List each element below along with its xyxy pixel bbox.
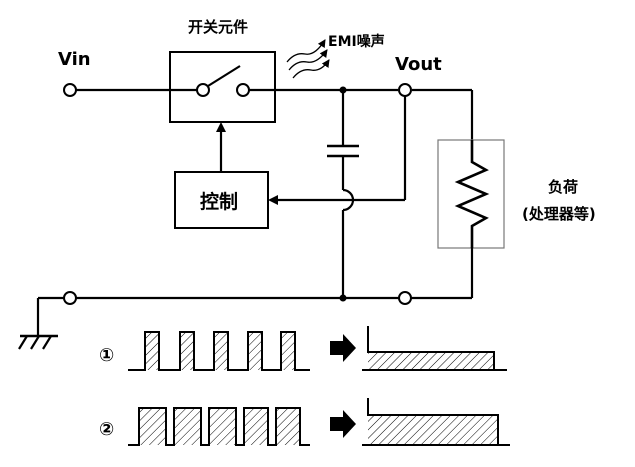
waveform-2-pulses: [128, 407, 310, 446]
bottom-left-terminal: [63, 291, 77, 305]
waveform-1-marker: ①: [99, 345, 114, 366]
vin-label: Vin: [58, 49, 91, 70]
switch-element-box: [169, 51, 276, 123]
capacitor: [327, 90, 359, 298]
switch-symbol: [170, 65, 275, 97]
waveform-2-marker: ②: [99, 419, 114, 440]
waveform-2-arrow-icon: [330, 410, 356, 438]
control-label: 控制: [200, 190, 238, 213]
load-label: 负荷: [548, 178, 578, 196]
waveform-1-arrow-icon: [330, 334, 356, 362]
vin-terminal: [63, 83, 77, 97]
bottom-right-terminal: [398, 291, 412, 305]
control-to-switch-arrow: [216, 122, 226, 172]
top-wire: [76, 88, 474, 140]
waveform-2-output: [362, 398, 510, 446]
waveform-1-pulses: [128, 331, 310, 371]
ground-icon: [18, 334, 58, 350]
junction-bottom: [339, 294, 347, 302]
vout-terminal: [398, 83, 412, 97]
load-sublabel: (处理器等): [522, 205, 596, 223]
switch-element-title: 开关元件: [188, 18, 248, 36]
waveform-1-output: [362, 326, 507, 371]
emi-noise-arrows: [286, 39, 330, 79]
control-box: [174, 171, 269, 229]
emi-noise-label: EMI噪声: [328, 33, 385, 50]
feedback-wire: [268, 96, 407, 205]
load-resistor: [454, 140, 490, 248]
vout-label: Vout: [395, 54, 442, 75]
